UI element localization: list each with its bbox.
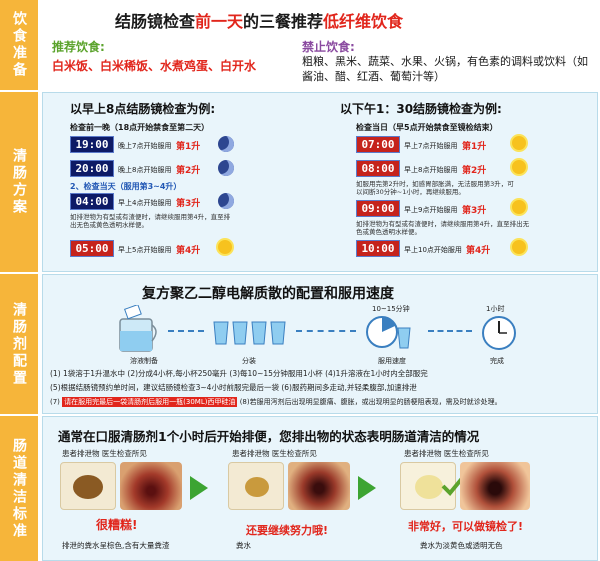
sidebar-prep: 清肠剂配置: [0, 274, 40, 414]
moon-icon: [218, 136, 234, 152]
right-3-note: 如排泄物为有型或有渣便时，请继续服用第4升，直至排出无色或黄色透明水样便。: [356, 220, 530, 237]
right-1-text: 早上7点开始服用: [404, 142, 458, 150]
right-3-cup: 第3升: [462, 206, 487, 216]
cap-solution: 溶液制备: [130, 357, 158, 365]
clock-left-3: 04:00: [70, 193, 114, 210]
left-4-text: 早上5点开始服用: [118, 246, 172, 254]
desc-2: 粪水: [236, 541, 251, 550]
stool-image-2: [228, 462, 284, 510]
right-4-text: 早上10点开始服用: [404, 246, 462, 254]
moon-icon: [218, 160, 234, 176]
clock-label: 1小时: [486, 305, 505, 313]
cups-icon: [213, 321, 286, 345]
sun-icon: [510, 158, 528, 176]
panel-2-label: 患者排泄物 医生检查所见: [232, 449, 317, 458]
clock-left-1: 19:00: [70, 136, 114, 153]
forbid-label: 禁止饮食:: [302, 40, 355, 54]
forbid-items: 粗粮、黑米、蔬菜、水果、火锅，有色素的调料或饮料（如酱油、醋、红酒、葡萄汁等）: [302, 55, 588, 83]
left-2-cup: 第2升: [176, 166, 201, 176]
beaker-icon: [119, 305, 157, 352]
title-part-a: 结肠镜检查: [115, 12, 196, 31]
check-icon: [441, 474, 466, 496]
standard-title: 通常在口服清肠剂1个小时后开始排便，您排出物的状态表明肠道清洁的情况: [58, 429, 480, 444]
stool-image-3: [400, 462, 456, 510]
sun-icon: [510, 134, 528, 152]
left-sub2: 2、检查当天（服用第3~4升）: [70, 182, 182, 191]
left-sub1: 检查前一晚（18点开始禁食至第二天）: [70, 123, 210, 132]
colon-image-1: [120, 462, 182, 510]
panel-1-label: 患者排泄物 医生检查所见: [62, 449, 147, 458]
cap-split: 分装: [242, 357, 256, 365]
colon-image-2: [288, 462, 350, 510]
arrow-2: [296, 330, 356, 332]
timer-label: 10~15分钟: [372, 305, 410, 313]
right-4-cup: 第4升: [466, 246, 491, 256]
right-2-text: 早上8点开始服用: [404, 166, 458, 174]
sidebar-standard: 肠道清洁标准: [0, 416, 40, 561]
title-part-d: 低纤维饮食: [323, 12, 404, 31]
steps-line-2: (5)根据结肠镜预约单时间，建议结肠镜检查3~4小时前服完最后一袋 (6)服药期…: [50, 383, 417, 392]
clock-right-1: 07:00: [356, 136, 400, 153]
right-2-cup: 第2升: [462, 166, 487, 176]
title-part-c: 的三餐推荐: [243, 12, 324, 31]
moon-icon: [218, 193, 234, 209]
left-4-cup: 第4升: [176, 246, 201, 256]
right-3-text: 早上9点开始服用: [404, 206, 458, 214]
stool-image-1: [60, 462, 116, 510]
verdict-1: 很糟糕!: [96, 518, 138, 532]
sidebar-diet: 饮食准备: [0, 0, 40, 90]
colon-image-3: [460, 462, 530, 510]
cap-speed: 服用速度: [378, 357, 406, 365]
desc-1: 排泄的粪水呈棕色,含有大量粪渣: [62, 541, 170, 550]
timer-icon: [366, 316, 411, 349]
steps-line-1: (1) 1袋溶于1升温水中 (2)分成4小杯,每小杯250毫升 (3)每10~1…: [50, 369, 428, 378]
left-3-note: 如排泄物为有型或有渣便时，请继续服用第4升，直至排出无色或黄色透明水样便。: [70, 213, 231, 230]
left-1-text: 晚上7点开始服用: [118, 142, 172, 150]
verdict-3: 非常好，可以做镜检了!: [408, 520, 524, 533]
recommend-items: 白米饭、白米稀饭、水煮鸡蛋、白开水: [52, 59, 257, 73]
arrow-right-1: [190, 476, 208, 500]
sun-icon: [216, 238, 234, 256]
steps-3-c: (8)若服用泻剂后出现明显腹痛、腹胀，或出现明显的肠梗阻表现，需及时就诊处理。: [239, 398, 502, 406]
clock-right-2: 08:00: [356, 160, 400, 177]
steps-line-3: (7) 请在服用完最后一袋清肠剂后服用一瓶(30ML)西甲硅油 (8)若服用泻剂…: [50, 397, 502, 407]
right-1-cup: 第1升: [462, 142, 487, 152]
steps-3-b: 请在服用完最后一袋清肠剂后服用一瓶(30ML)西甲硅油: [62, 397, 238, 407]
desc-3: 粪水为淡黄色或透明无色: [420, 541, 503, 550]
right-sub1: 检查当日（早5点开始禁食至镜检结束）: [356, 123, 498, 132]
clock-left-2: 20:00: [70, 160, 114, 177]
left-title: 以早上8点结肠镜检查为例:: [70, 102, 216, 116]
verdict-2: 还要继续努力哦!: [246, 524, 329, 537]
arrow-right-2: [358, 476, 376, 500]
clock-right-4: 10:00: [356, 240, 400, 257]
prep-title: 复方聚乙二醇电解质散的配置和服用速度: [142, 286, 394, 302]
left-3-cup: 第3升: [176, 199, 201, 209]
steps-3-a: (7): [50, 398, 60, 406]
right-title: 以下午1：30结肠镜检查为例:: [340, 102, 502, 116]
sidebar-cleansing: 清肠方案: [0, 92, 40, 272]
right-2-note: 如服用完第2升时，如感胃部胀满，无法服用第3升，可以间断30分钟~1小时，再继续…: [356, 180, 514, 197]
cleansing-panel: [42, 92, 598, 272]
clock-icon: [482, 316, 516, 350]
clock-right-3: 09:00: [356, 200, 400, 217]
cap-done: 完成: [490, 357, 504, 365]
left-3-text: 早上4点开始服用: [118, 199, 172, 207]
left-1-cup: 第1升: [176, 142, 201, 152]
panel-3-label: 患者排泄物 医生检查所见: [404, 449, 489, 458]
arrow-1: [168, 330, 204, 332]
sun-icon: [510, 238, 528, 256]
sun-icon: [510, 198, 528, 216]
recommend-label: 推荐饮食:: [52, 40, 105, 54]
diet-title: 结肠镜检查前一天的三餐推荐低纤维饮食: [115, 8, 403, 32]
arrow-3: [428, 330, 472, 332]
left-2-text: 晚上8点开始服用: [118, 166, 172, 174]
title-part-b: 前一天: [195, 12, 244, 31]
clock-left-4: 05:00: [70, 240, 114, 257]
